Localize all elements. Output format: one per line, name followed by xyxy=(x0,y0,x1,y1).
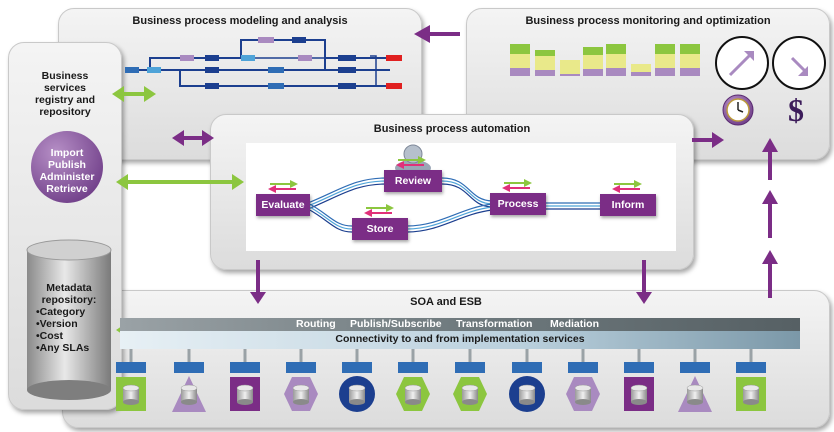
hexagon-icon xyxy=(566,349,600,411)
arrow-automation-to-monitoring xyxy=(692,132,724,148)
metadata-item: •Version xyxy=(36,318,78,330)
circle-icon xyxy=(509,349,545,412)
esb-service-publish-subscribe: Publish/Subscribe xyxy=(350,318,442,330)
metadata-cylinder xyxy=(26,239,112,400)
automation-panel-title: Business process automation xyxy=(373,123,531,135)
double-arrow-icon xyxy=(612,180,642,193)
esb-service-mediation: Mediation xyxy=(550,318,599,330)
metadata-item: •Category xyxy=(36,306,86,318)
arrow-automation-to-esb-left xyxy=(250,260,266,304)
metadata-title: Metadata repository: xyxy=(41,282,97,306)
monitoring-bar xyxy=(631,64,651,76)
soa-esb-panel-title: SOA and ESB xyxy=(410,296,482,308)
metadata-items: •Category •Version •Cost •Any SLAs xyxy=(34,306,106,354)
node-evaluate[interactable]: Evaluate xyxy=(256,194,310,216)
circle-icon xyxy=(339,349,375,412)
double-arrow-icon xyxy=(364,204,394,217)
arrow-registry-to-modeling xyxy=(112,86,156,102)
node-inform[interactable]: Inform xyxy=(600,194,656,216)
monitoring-bar xyxy=(680,44,700,76)
connectivity-bar xyxy=(120,331,800,349)
node-double-arrows xyxy=(268,156,642,217)
square-icon xyxy=(116,349,146,411)
registry-title: Business services registry and repositor… xyxy=(34,70,96,118)
esb-service-transformation: Transformation xyxy=(456,318,533,330)
monitoring-bar xyxy=(583,47,603,76)
monitoring-bar xyxy=(655,44,675,76)
metadata-item: •Any SLAs xyxy=(36,342,90,354)
process-flow-connectors xyxy=(307,177,600,233)
esb-service-routing: Routing xyxy=(296,318,336,330)
automation-panel: Business process automation xyxy=(210,114,694,270)
implementation-adapters xyxy=(116,349,766,412)
hexagon-icon xyxy=(284,349,318,411)
monitoring-bar xyxy=(535,50,555,76)
metadata-item: •Cost xyxy=(36,330,64,342)
arrow-automation-to-esb-right xyxy=(636,260,652,304)
monitoring-bar xyxy=(560,60,580,76)
gauge-icon xyxy=(715,36,769,90)
gauge-icon xyxy=(772,36,826,90)
node-store[interactable]: Store xyxy=(352,218,408,240)
registry-actions: Import Publish Administer Retrieve xyxy=(31,147,103,195)
registry-action-publish[interactable]: Publish xyxy=(48,159,86,171)
triangle-icon xyxy=(172,349,206,412)
arrow-esb-to-monitoring xyxy=(762,138,778,298)
registry-action-retrieve[interactable]: Retrieve xyxy=(46,183,88,195)
modeling-panel-title: Business process modeling and analysis xyxy=(132,15,348,27)
metadata-text: Metadata repository: •Category •Version … xyxy=(34,282,106,354)
node-process[interactable]: Process xyxy=(490,193,546,215)
hexagon-icon xyxy=(396,349,430,411)
node-review[interactable]: Review xyxy=(384,170,442,192)
process-model-diagram xyxy=(125,37,402,89)
monitoring-panel-title: Business process monitoring and optimiza… xyxy=(525,15,771,27)
monitoring-bar xyxy=(510,44,530,76)
square-icon xyxy=(624,349,654,411)
double-arrow-icon xyxy=(396,156,426,169)
double-arrow-icon xyxy=(268,180,298,193)
triangle-icon xyxy=(678,349,712,412)
dollar-icon: $ xyxy=(788,92,804,128)
esb-services-bar xyxy=(120,318,800,331)
hexagon-icon xyxy=(453,349,487,411)
registry-action-administer[interactable]: Administer xyxy=(39,171,95,183)
registry-action-circle xyxy=(31,131,103,203)
square-icon xyxy=(736,349,766,411)
clock-icon xyxy=(722,94,754,126)
monitoring-bar xyxy=(606,44,626,76)
connectivity-label: Connectivity to and from implementation … xyxy=(335,333,585,345)
arrow-registry-to-automation xyxy=(116,174,244,190)
monitoring-bar-chart xyxy=(510,44,700,76)
registry-action-import[interactable]: Import xyxy=(50,147,84,159)
arrow-modeling-to-automation xyxy=(172,130,214,146)
double-arrow-icon xyxy=(502,179,532,192)
arrow-monitoring-to-modeling xyxy=(414,25,460,43)
square-icon xyxy=(230,349,260,411)
